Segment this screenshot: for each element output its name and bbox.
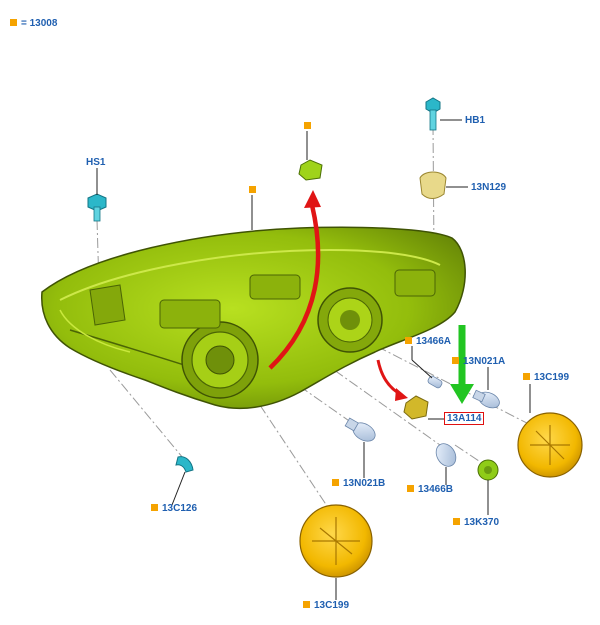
orange-square-icon	[249, 186, 256, 193]
label-13c199-right: 13C199	[523, 372, 569, 384]
label-13a114: 13A114	[444, 412, 485, 425]
label-13n021b-text: 13N021B	[343, 478, 386, 489]
hb1-bolt-part	[425, 97, 441, 131]
label-13n021a-text: 13N021A	[463, 356, 506, 367]
orange-square-icon	[523, 373, 530, 380]
13n021a-bulb-part	[472, 389, 500, 409]
orange-square-icon	[453, 518, 460, 525]
curved-red-arrow-icon	[268, 190, 321, 370]
highlight-box: 13A114	[444, 412, 485, 425]
label-hb1: HB1	[465, 115, 486, 126]
label-13k370-text: 13K370	[464, 517, 500, 528]
13466a-bulb-part	[427, 375, 443, 389]
label-13c199-bottom: 13C199	[303, 600, 349, 612]
13c199-bottom-cover-part	[299, 504, 373, 578]
headlamp-housing	[41, 226, 466, 410]
orange-square-icon	[405, 337, 412, 344]
top-clip-part	[298, 159, 323, 181]
orange-square-icon	[332, 479, 339, 486]
legend-text: = 13008	[21, 18, 58, 29]
orange-square-icon	[151, 504, 158, 511]
green-down-arrow-icon	[450, 325, 474, 404]
label-13466a-text: 13466A	[416, 336, 452, 347]
13466b-bulb-part	[435, 443, 457, 467]
orange-square-icon	[10, 19, 17, 26]
label-13n129: 13N129	[471, 182, 507, 193]
orange-square-icon	[304, 122, 311, 129]
label-13466b: 13466B	[407, 484, 453, 496]
small-red-arrow-icon	[376, 359, 408, 401]
label-13n021a: 13N021A	[452, 356, 505, 368]
label-13466b-text: 13466B	[418, 484, 454, 495]
label-13k370: 13K370	[453, 517, 499, 529]
orange-square-icon	[303, 601, 310, 608]
13k370-socket-part	[477, 459, 499, 481]
orange-square-icon	[452, 357, 459, 364]
label-13466a: 13466A	[405, 336, 451, 348]
label-13c126: 13C126	[151, 503, 197, 515]
legend: = 13008	[10, 18, 57, 30]
13n021b-bulb-part	[344, 417, 376, 442]
13a114-socket-part	[403, 395, 429, 420]
13n129-nut-part	[419, 171, 447, 199]
label-13n021b: 13N021B	[332, 478, 385, 490]
hs1-screw-part	[87, 193, 107, 222]
13c199-right-cover-part	[517, 412, 583, 478]
label-13c199-bottom-text: 13C199	[314, 600, 350, 611]
label-13c126-text: 13C126	[162, 503, 198, 514]
label-13c199-right-text: 13C199	[534, 372, 570, 383]
orange-square-icon	[407, 485, 414, 492]
label-hs1: HS1	[86, 157, 106, 168]
label-leaders	[96, 119, 531, 600]
13c126-connector-part	[175, 456, 194, 473]
